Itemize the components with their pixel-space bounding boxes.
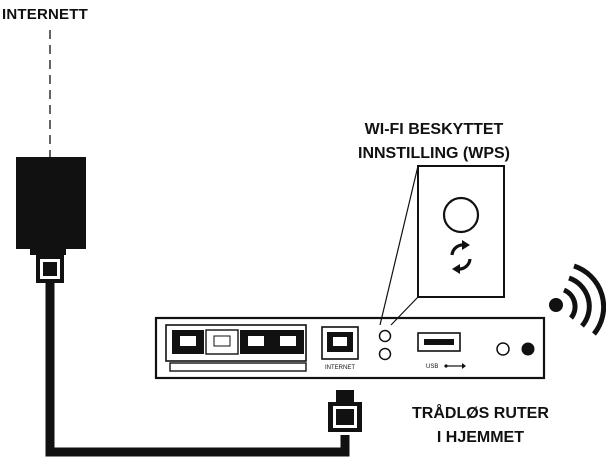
internet-port [321,326,359,360]
lan-port-3 [240,330,272,354]
callout-line-right [390,296,419,326]
ethernet-cable [45,283,350,457]
router-label-line1: TRÅDLØS RUTER [412,405,549,422]
internet-label: INTERNETT [2,6,88,23]
callout-line-left [379,165,419,326]
wps-label: WI-FI BESKYTTET INNSTILLING (WPS) [358,118,510,166]
usb-symbol-icon [444,363,466,369]
lan-port-2 [205,329,239,355]
lan-port-1 [172,330,204,354]
usb-port-label: USB [426,364,438,370]
router-label-line2: I HJEMMET [436,429,524,446]
usb-port [417,332,461,352]
router-label: TRÅDLØS RUTER I HJEMMET [412,402,549,450]
wps-small-button-top [378,329,392,343]
internet-port-label: INTERNET [325,365,355,371]
wps-button-icon [442,196,480,274]
wps-label-line1: WI-FI BESKYTTET [364,121,504,138]
router-icon: INTERNET USB [154,316,546,380]
modem-icon [16,157,86,283]
wps-label-line2: INNSTILLING (WPS) [358,145,510,162]
wifi-signal-icon [549,263,606,336]
reset-button [496,342,510,356]
ethernet-plug-icon [328,390,362,432]
lan-port-4 [272,330,304,354]
power-jack [521,342,535,356]
wps-small-button-bottom [378,347,392,361]
